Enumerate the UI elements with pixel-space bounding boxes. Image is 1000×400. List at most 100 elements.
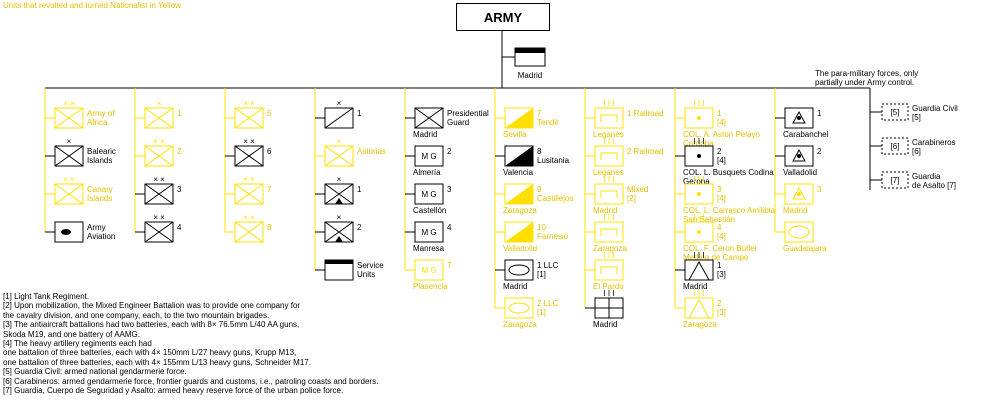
engineer-icon [600, 114, 618, 122]
unit-label: [2] [627, 194, 636, 203]
hq-box-band [515, 48, 545, 53]
unit-location: COL. L. Busquets Codina [683, 168, 774, 177]
unit-label: 1 [357, 109, 362, 118]
unit-location: El Pardo [593, 282, 624, 291]
unit-location: Gerona [683, 177, 710, 186]
police-icon [792, 186, 806, 200]
unit-echelon: I I I [693, 251, 704, 260]
unit-location: San Sebastián [683, 215, 735, 224]
unit-label: [1] [537, 270, 546, 279]
para-label: Guardia Civil [912, 104, 958, 113]
unit-location: Madrid [683, 282, 707, 291]
unit-echelon: I I I [603, 175, 614, 184]
unit-label: Balearic [87, 147, 116, 156]
unit-echelon: I I I [603, 213, 614, 222]
unit-label: [4] [717, 194, 726, 203]
artillery-icon [797, 154, 801, 158]
unit-label: 4 [717, 223, 722, 232]
unit-location: Zaragoza [503, 320, 537, 329]
unit-label: 2 [717, 299, 722, 308]
unit-label: Mixed [627, 185, 648, 194]
unit-symbol-cross [234, 183, 264, 205]
unit-label: 3 [447, 185, 452, 194]
unit-symbol-cross [414, 107, 444, 129]
mg-icon: M G [421, 228, 436, 237]
unit-symbol-cross [144, 145, 174, 167]
unit-location: Manresa [413, 244, 445, 253]
unit-location: Plasencia [413, 282, 448, 291]
antiaircraft-icon [688, 298, 710, 319]
unit-box [414, 221, 444, 243]
unit-echelon: I I I [603, 289, 614, 298]
unit-echelon: × [157, 99, 162, 108]
police-icon [792, 148, 806, 162]
unit-echelon: I I I [693, 99, 704, 108]
unit-label: Castillejos [537, 194, 573, 203]
unit-location: Madrid [593, 320, 617, 329]
footnote: [2] Upon mobilization, the Mixed Enginee… [3, 301, 301, 311]
unit-location: Madrid [783, 206, 807, 215]
footnote: [6] Carabineros: armed gendarmerie force… [3, 376, 379, 386]
unit-location: COL. L. Carrasco Amilibia [683, 206, 776, 215]
unit-symbol-cross [324, 145, 354, 167]
unit-symbol-fill [505, 108, 533, 128]
footnote: one battalion of three batteries, each w… [3, 357, 311, 367]
unit-label: [4] [717, 118, 726, 127]
unit-echelon: × × [63, 175, 75, 184]
unit-label: Tendir [537, 118, 559, 127]
unit-symbol-diagonal [324, 107, 354, 129]
mountain-icon [335, 198, 343, 204]
unit-box [414, 183, 444, 205]
footnote: one battalion of three batteries, each w… [3, 348, 297, 358]
unit-box [594, 259, 624, 281]
unit-label: Units [357, 270, 375, 279]
para-label: de Asalto [7] [912, 181, 956, 190]
unit-symbol-cross [144, 107, 174, 129]
unit-echelon: × × [243, 137, 255, 146]
unit-label: 6 [267, 147, 272, 156]
unit-echelon: × × [243, 99, 255, 108]
para-num: [6] [891, 142, 900, 151]
mountain-icon [335, 236, 343, 242]
unit-label: 10 [537, 223, 546, 232]
footnote: the cavalry division, and one company, e… [3, 310, 270, 320]
mg-icon: M G [421, 190, 436, 199]
unit-location: Zaragoza [683, 320, 717, 329]
unit-echelon: I I I [603, 137, 614, 146]
footnote: [4] The heavy artillery regiments each h… [3, 338, 152, 348]
unit-box [504, 297, 534, 319]
unit-label: Lusitania [537, 156, 570, 165]
engineer-icon [600, 228, 618, 236]
engineer-icon [600, 190, 618, 198]
unit-label: Guard [447, 118, 469, 127]
unit-label: 2 [717, 147, 722, 156]
artillery-icon [697, 230, 701, 234]
unit-echelon: I I I [603, 99, 614, 108]
footnote: [1] Light Tank Regiment. [3, 292, 90, 301]
unit-echelon: × × [243, 175, 255, 184]
unit-box [504, 259, 534, 281]
unit-label: 1 [177, 109, 182, 118]
para-box [881, 171, 909, 189]
para-num: [5] [891, 108, 900, 117]
oval-icon [788, 225, 810, 239]
unit-box [784, 221, 814, 243]
unit-echelon: × [337, 213, 342, 222]
footnote: [3] The antiaircraft battalions had two … [3, 320, 300, 330]
unit-location: Carabanchel [783, 130, 829, 139]
unit-echelon: I I I [603, 251, 614, 260]
para-note: partially under Army control. [815, 78, 914, 87]
unit-label: 1 [357, 185, 362, 194]
unit-location: Sevilla [503, 130, 527, 139]
unit-label: Army [87, 223, 106, 232]
unit-label: [4] [717, 232, 726, 241]
unit-echelon: × × [63, 99, 75, 108]
unit-label: 7 [537, 109, 542, 118]
unit-symbol-cross [54, 107, 84, 129]
unit-location: COL. F. Ceron Butler [683, 244, 758, 253]
unit-symbol-fill [505, 222, 533, 242]
unit-label: 3 [717, 185, 722, 194]
unit-label: 2 Railroad [627, 147, 663, 156]
unit-symbol-fill [505, 146, 533, 166]
unit-location: Zaragoza [593, 244, 627, 253]
